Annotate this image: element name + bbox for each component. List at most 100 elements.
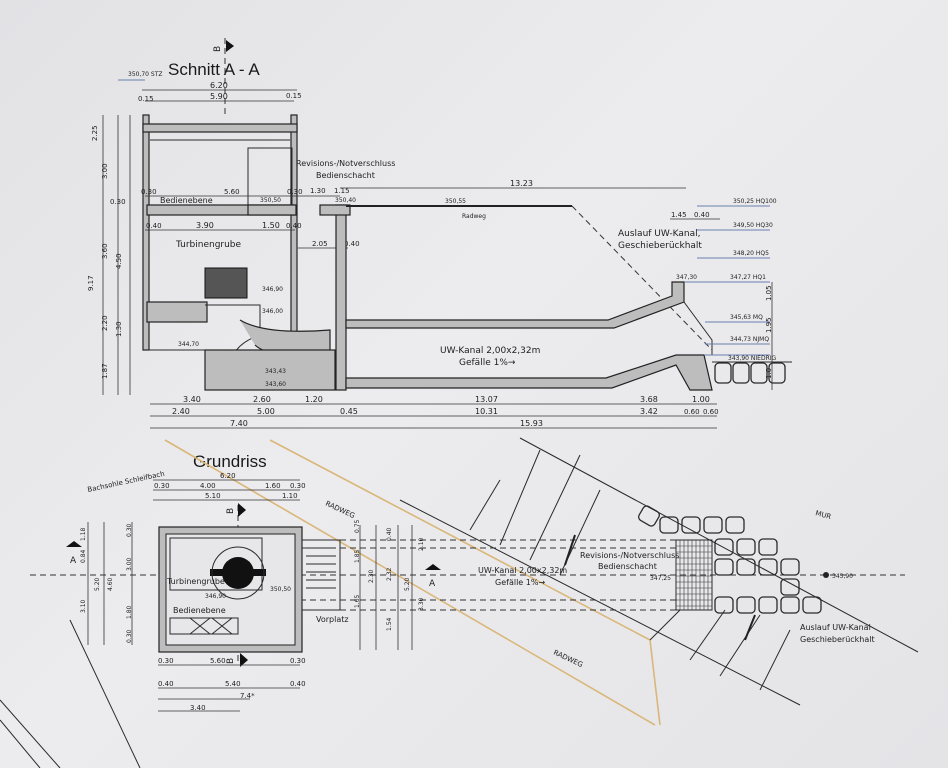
dim-label: 5.00 xyxy=(257,407,275,416)
dim-label: 0.40 xyxy=(146,222,162,230)
label-bedienebene: Bedienebene xyxy=(160,196,213,205)
dim-label: 0.30 xyxy=(126,523,133,537)
dim-label: 1.18 xyxy=(80,527,87,541)
level-label: 350,55 xyxy=(445,198,466,205)
left-dimensions: 2.25 3.00 9.17 3.60 4.50 2.20 1.30 1.87 … xyxy=(87,115,131,395)
level-label: 343,90 NIEDRIG xyxy=(728,355,777,362)
level-label: 348,20 HQ5 xyxy=(733,250,769,257)
dim-label: 13.07 xyxy=(475,395,498,404)
plan-view: Grundriss Bachsohle Schleifbach RADWEG R… xyxy=(0,437,919,768)
level-label: 347,25 xyxy=(650,575,671,582)
dim-label: 15.93 xyxy=(520,419,543,428)
dim-label: 2.30 xyxy=(368,569,375,583)
dim-label: 1.60 xyxy=(265,482,281,490)
dim-label: 2.32 xyxy=(386,567,393,581)
dim-label: 0.40 xyxy=(158,680,174,688)
label-gefaelle: Gefälle 1%→ xyxy=(459,358,516,368)
label-uw-kanal: UW-Kanal 2,00x2,32m xyxy=(478,566,567,575)
level-label: 343,60 xyxy=(265,381,286,388)
building-wall-left xyxy=(142,114,150,351)
label-turbinengrube: Turbinengrube xyxy=(175,240,242,250)
level-label: 344,73 NJMQ xyxy=(730,336,769,343)
dim-label: 1.0 xyxy=(765,368,773,379)
dim-label: 2.20 xyxy=(101,315,109,331)
embankment-line xyxy=(571,205,713,351)
dim-label: 1.45 xyxy=(671,211,687,219)
label-gefaelle: Gefälle 1%→ xyxy=(495,578,545,587)
label-radweg: Radweg xyxy=(462,213,486,220)
label-geschieberueckhalt: Geschieberückhalt xyxy=(618,241,702,251)
level-label: 347,30 xyxy=(676,274,697,281)
revision-shaft-wall xyxy=(335,204,347,391)
turbine-base xyxy=(146,301,208,323)
dim-label: 10.31 xyxy=(475,407,498,416)
plan-left-dimensions: 1.18 0.84 5.20 4.60 3.10 0.30 3.00 1.80 … xyxy=(80,522,133,645)
dim-label: 0.30 xyxy=(110,198,126,206)
dim-label: 7.4* xyxy=(240,692,255,700)
label-uw-kanal: UW-Kanal 2,00x2,32m xyxy=(440,346,540,356)
dim-label: 0.40 xyxy=(344,240,360,248)
label-auslauf: Auslauf UW-Kanal, xyxy=(618,229,701,239)
dim-label: 3.30 xyxy=(418,597,425,611)
dim-label: 3.00 xyxy=(126,557,133,571)
forecourt-stairs xyxy=(301,539,341,611)
plan-right-dimensions: 0.75 1.85 1.65 2.30 2.32 5.20 3.30 2.10 … xyxy=(354,519,425,650)
dim-label: 0.60 xyxy=(703,408,719,416)
dim-label: 0.84 xyxy=(80,549,87,563)
dim-label: 6.20 xyxy=(220,472,236,480)
section-arrow-icon xyxy=(240,653,248,667)
dim-label: 1.85 xyxy=(354,549,361,563)
riprap-stones xyxy=(712,361,792,384)
dim-label: 4.00 xyxy=(200,482,216,490)
dim-label: 4.50 xyxy=(115,253,123,269)
dim-label: 7.40 xyxy=(230,419,248,428)
dim-label: 5.60 xyxy=(224,188,240,196)
roof-slab xyxy=(142,123,298,133)
plan-title: Grundriss xyxy=(193,452,267,471)
dim-label: 5.20 xyxy=(94,577,101,591)
channel-bottom-slab xyxy=(345,354,713,391)
dim-label: 0.40 xyxy=(286,222,302,230)
river-bank-line xyxy=(519,437,919,653)
dim-label: 4.60 xyxy=(107,577,114,591)
dim-label: 1.80 xyxy=(126,605,133,619)
label-bedienebene: Bedienebene xyxy=(173,606,226,615)
dim-label: 3.90 xyxy=(196,221,214,230)
dim-label: 3.68 xyxy=(640,395,658,404)
dim-label: 3.42 xyxy=(640,407,658,416)
label-radweg: RADWEG xyxy=(552,649,584,670)
dim-label: 6.20 xyxy=(210,81,228,90)
dim-label: 0.30 xyxy=(126,629,133,643)
label-radweg: RADWEG xyxy=(324,500,356,521)
dim-label: 1.05 xyxy=(765,285,773,301)
riprap-stones-plan xyxy=(638,505,822,614)
section-marker-b: B xyxy=(226,508,236,514)
level-label: 346,90 xyxy=(262,286,283,293)
dim-label: 0.75 xyxy=(354,519,361,533)
dim-label: 1.30 xyxy=(115,321,123,337)
dim-label: 1.30 xyxy=(310,187,326,195)
dim-label: 0.40 xyxy=(386,527,393,541)
dim-label: 5.10 xyxy=(205,492,221,500)
section-marker-a: A xyxy=(70,556,77,566)
level-label: 343,90 xyxy=(832,573,853,580)
embankment-line xyxy=(399,499,801,706)
water-levels: 350,25 HQ100 349,50 HQ30 348,20 HQ5 347,… xyxy=(676,198,777,362)
dim-label: 3.10 xyxy=(80,599,87,613)
level-label: 349,50 HQ30 xyxy=(733,222,773,229)
dim-label: 0.40 xyxy=(290,680,306,688)
label-geschieberueckhalt: Geschieberückhalt xyxy=(800,635,875,644)
dim-label: 0.30 xyxy=(290,657,306,665)
dim-label: 1.65 xyxy=(354,594,361,608)
dim-label: 5.40 xyxy=(225,680,241,688)
label-bedienschacht: Bedienschacht xyxy=(316,171,375,180)
section-marker-b: B xyxy=(213,46,223,52)
dim-label: 0.45 xyxy=(340,407,358,416)
dim-label: 13.23 xyxy=(510,179,533,188)
level-label: 346,00 xyxy=(262,308,283,315)
dim-label: 5.90 xyxy=(210,92,228,101)
dim-label: 2.25 xyxy=(91,125,99,141)
level-label: 350,50 xyxy=(260,197,281,204)
